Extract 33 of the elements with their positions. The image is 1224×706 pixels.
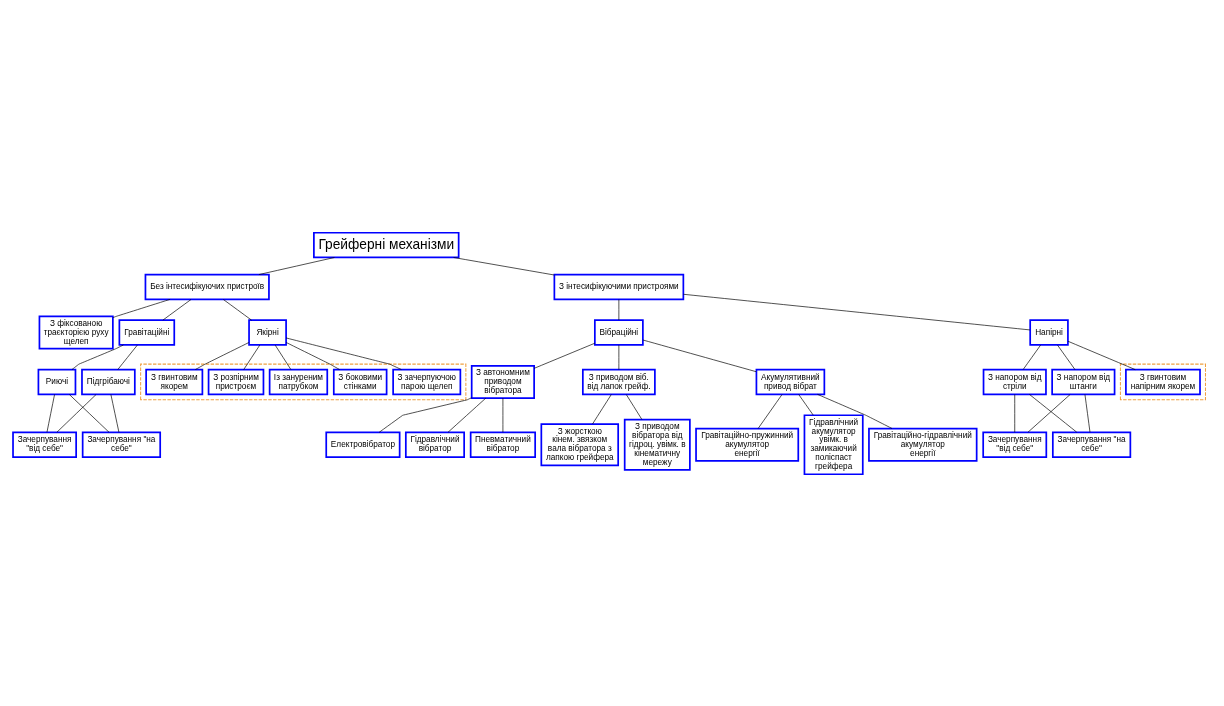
connector <box>817 393 893 429</box>
connector <box>162 298 192 320</box>
connector <box>625 393 643 420</box>
connector <box>533 342 596 369</box>
cluster <box>140 363 467 400</box>
connector <box>1057 344 1076 370</box>
connector <box>56 393 97 433</box>
connector <box>592 393 612 424</box>
connector <box>642 339 757 372</box>
connector <box>447 397 487 433</box>
connector <box>798 393 814 416</box>
connector <box>258 256 335 275</box>
connector <box>71 344 124 370</box>
connector <box>274 344 292 370</box>
connector <box>1084 393 1091 433</box>
connector <box>285 337 402 370</box>
connector <box>112 298 171 318</box>
connector <box>378 396 472 433</box>
connector <box>195 341 250 370</box>
connector <box>243 344 261 370</box>
connector <box>453 256 555 275</box>
connector <box>757 393 783 429</box>
connector <box>683 293 1031 330</box>
connector <box>69 393 110 433</box>
connector <box>110 393 120 433</box>
connector <box>285 341 340 370</box>
connector <box>1067 340 1136 370</box>
connector <box>223 298 252 320</box>
connector <box>46 393 55 433</box>
connector <box>1029 393 1078 433</box>
connector <box>1027 393 1071 433</box>
cluster <box>1119 363 1206 400</box>
node-box: Грейферні механізми <box>313 231 460 258</box>
